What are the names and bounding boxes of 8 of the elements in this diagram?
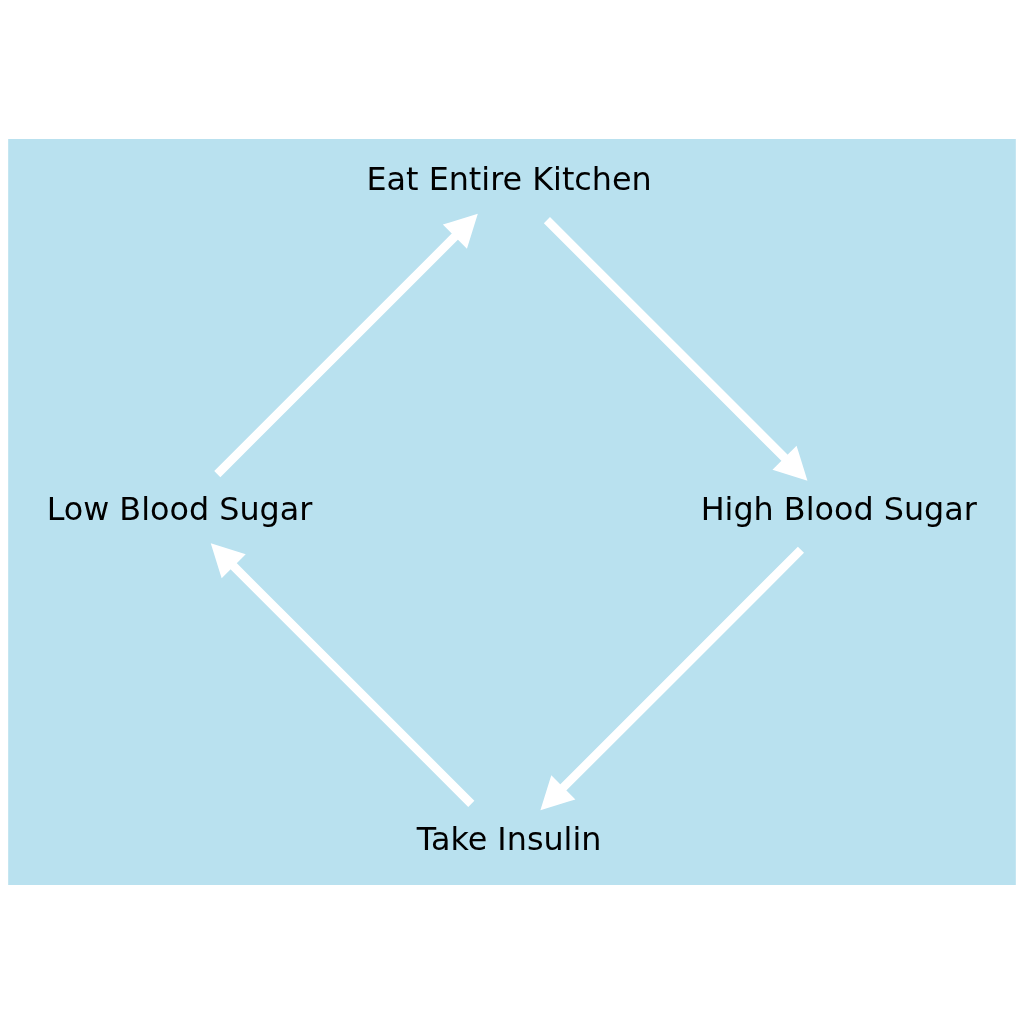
node-text: High Blood Sugar <box>700 490 977 528</box>
arrow <box>214 213 478 478</box>
arrow <box>210 543 475 807</box>
arrow <box>540 546 804 811</box>
node-text: Low Blood Sugar <box>46 490 313 528</box>
node-text: Take Insulin <box>416 819 602 857</box>
arrow <box>543 217 808 481</box>
node-text: Eat Entire Kitchen <box>366 160 652 198</box>
